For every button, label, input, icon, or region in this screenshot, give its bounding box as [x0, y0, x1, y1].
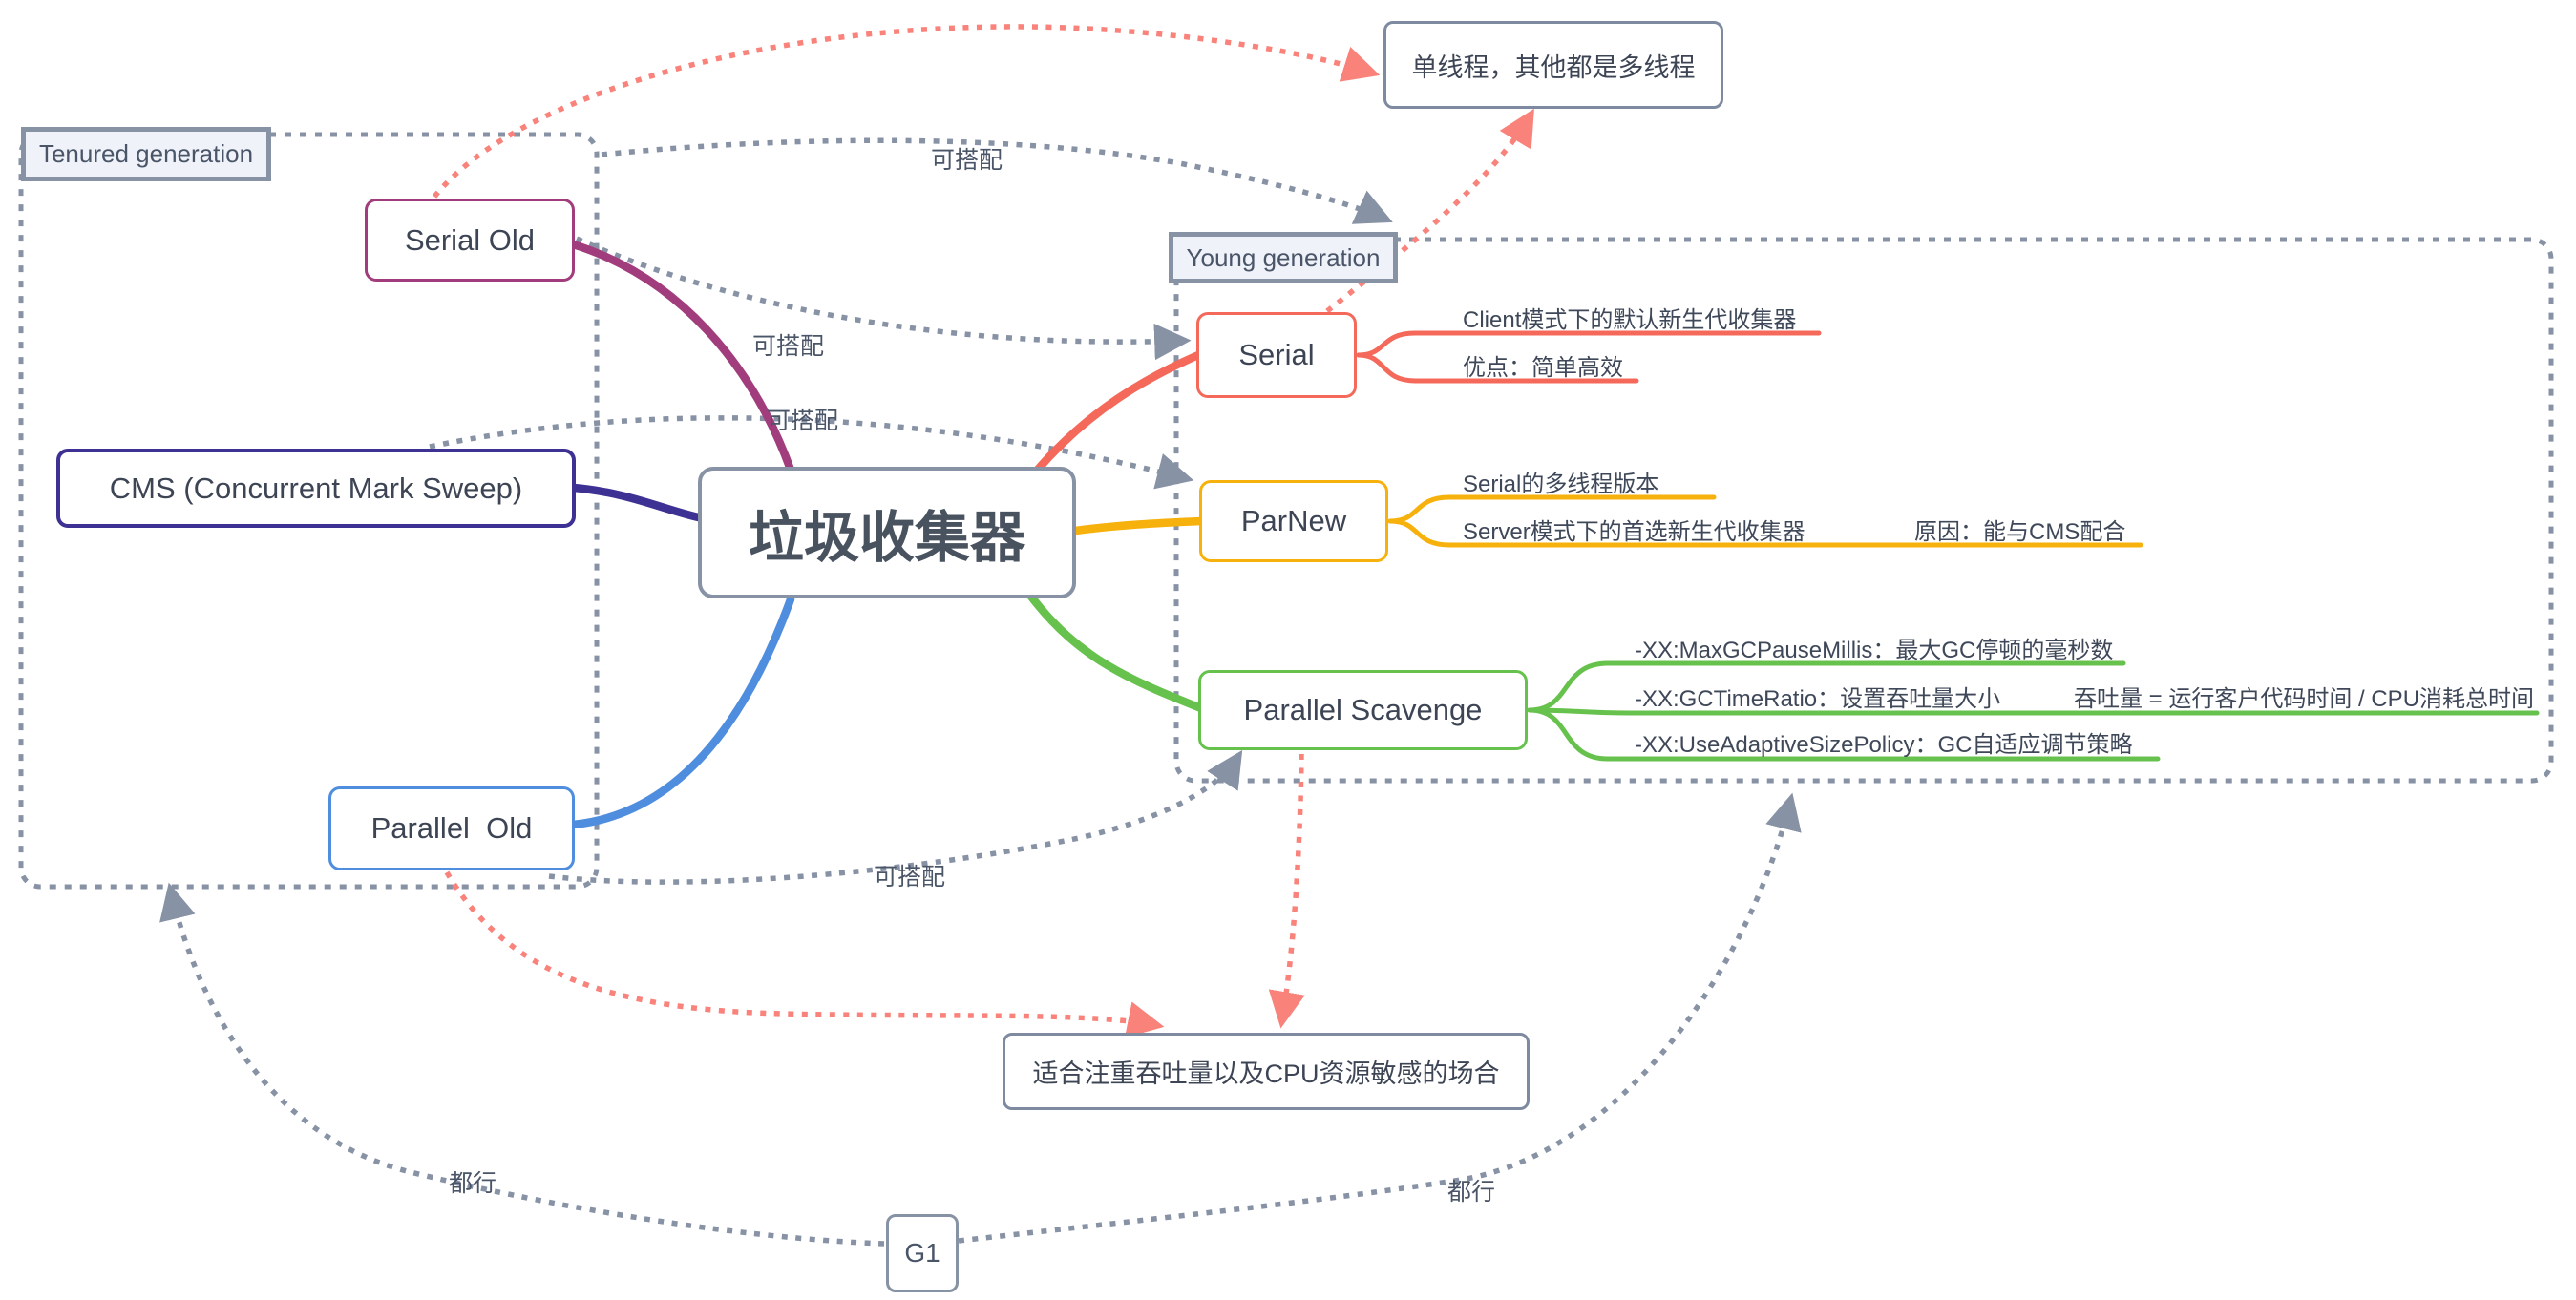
node-serial[interactable]: Serial: [1196, 312, 1357, 398]
note-single-thread[interactable]: 单线程，其他都是多线程: [1383, 21, 1723, 109]
branch-serial-old: [568, 240, 795, 474]
edge-serial-singlethread: [1325, 108, 1534, 314]
edge-cms-parnew: [429, 415, 1194, 490]
node-serial-old[interactable]: Serial Old: [365, 199, 575, 282]
annotation-ps-maxgcpause[interactable]: -XX:MaxGCPauseMillis：最大GC停顿的毫秒数: [1635, 638, 2114, 663]
annotation-ps-throughput-formula[interactable]: 吞吐量 = 运行客户代码时间 / CPU消耗总时间: [2074, 686, 2535, 712]
edge-label-either-left: 都行: [449, 1170, 497, 1197]
edge-parallelold-note: [444, 870, 1165, 1038]
edge-label-compatible-parnew: 可搭配: [767, 408, 839, 434]
node-cms[interactable]: CMS (Concurrent Mark Sweep): [56, 449, 576, 528]
node-parallel-scavenge[interactable]: Parallel Scavenge: [1198, 670, 1528, 750]
annotation-serial-pro[interactable]: 优点：简单高效: [1463, 355, 1623, 381]
node-parallel-old[interactable]: Parallel Old: [328, 786, 575, 870]
annotation-parnew-multithread[interactable]: Serial的多线程版本: [1463, 472, 1659, 497]
edge-tenured-young: [601, 137, 1393, 224]
root-topic[interactable]: 垃圾收集器: [698, 467, 1076, 598]
note-throughput[interactable]: 适合注重吞吐量以及CPU资源敏感的场合: [1003, 1033, 1530, 1110]
node-parnew[interactable]: ParNew: [1199, 480, 1388, 562]
branch-parallel-scavenge: [1026, 592, 1206, 713]
edge-serialold-singlethread: [432, 24, 1381, 199]
annotation-ps-gctimeratio[interactable]: -XX:GCTimeRatio：设置吞吐量大小: [1635, 686, 2001, 712]
annotation-ps-adaptivesize[interactable]: -XX:UseAdaptiveSizePolicy：GC自适应调节策略: [1635, 732, 2133, 758]
bracket-ps-3: [1527, 707, 2161, 762]
tenured-group-frame: [18, 132, 600, 890]
edge-label-compatible-bottom: 可搭配: [874, 864, 946, 891]
edge-label-compatible-serial: 可搭配: [752, 333, 825, 360]
edge-g1-tenured: [159, 882, 885, 1247]
branch-parnew: [1070, 516, 1206, 535]
bracket-parnew-2: [1387, 518, 2143, 548]
edge-label-either-right: 都行: [1447, 1179, 1496, 1206]
young-group-frame: [1173, 237, 2554, 784]
edge-label-compatible-top: 可搭配: [931, 147, 1003, 174]
branch-cms: [569, 483, 707, 523]
tenured-generation-label[interactable]: Tenured generation: [21, 127, 271, 181]
branch-serial: [1031, 350, 1203, 476]
edge-g1-young: [958, 792, 1802, 1244]
annotation-parnew-reason[interactable]: 原因：能与CMS配合: [1914, 519, 2126, 545]
edge-serialold-serial: [575, 236, 1192, 361]
annotation-serial-client[interactable]: Client模式下的默认新生代收集器: [1463, 307, 1797, 333]
branch-parallel-old: [568, 595, 795, 829]
bracket-ps-2: [1527, 707, 2540, 716]
annotation-parnew-server[interactable]: Server模式下的首选新生代收集器: [1463, 519, 1805, 545]
bracket-serial-2: [1356, 352, 1639, 384]
node-g1[interactable]: G1: [886, 1214, 959, 1292]
edge-ps-note: [1268, 753, 1305, 1029]
young-generation-label[interactable]: Young generation: [1169, 232, 1398, 283]
